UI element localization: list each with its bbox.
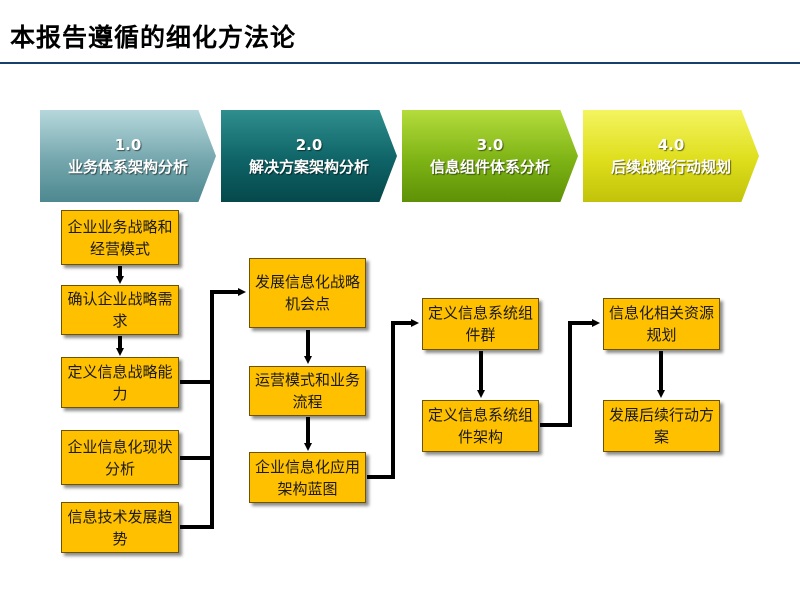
step-box-c3-1: 定义信息系统组件群 (422, 298, 539, 350)
step-box-c1-5: 信息技术发展趋势 (61, 502, 179, 553)
bus-c1-to-c2 (180, 288, 246, 384)
stage-1-chevron: 1.0 业务体系架构分析 (40, 110, 216, 202)
stage-4-label: 后续战略行动规划 (610, 158, 731, 176)
title-divider (0, 62, 800, 64)
stage-4-number: 4.0 (657, 136, 685, 154)
step-box-c4-2: 发展后续行动方案 (603, 400, 720, 452)
stage-3-chevron: 3.0 信息组件体系分析 (402, 110, 578, 202)
stage-2-label: 解决方案架构分析 (248, 158, 369, 176)
stage-3-number: 3.0 (476, 136, 504, 154)
stage-4-chevron: 4.0 后续战略行动规划 (583, 110, 759, 202)
step-box-c2-2: 运营模式和业务流程 (249, 366, 366, 416)
step-box-c1-4: 企业信息化现状分析 (61, 430, 179, 485)
connector-c3-to-c4 (540, 319, 600, 427)
step-box-c4-1: 信息化相关资源规划 (603, 298, 720, 350)
step-box-c2-3: 企业信息化应用架构蓝图 (249, 452, 366, 503)
step-box-c1-2: 确认企业战略需求 (61, 285, 179, 335)
stage-1-label: 业务体系架构分析 (67, 158, 188, 176)
step-box-c1-1: 企业业务战略和经营模式 (61, 210, 179, 265)
connector-c2-to-c3 (367, 319, 419, 479)
bus-c1-box5 (180, 382, 214, 529)
step-box-c1-3: 定义信息战略能力 (61, 357, 179, 408)
step-box-c2-1: 发展信息化战略机会点 (249, 258, 366, 328)
stage-2-number: 2.0 (295, 136, 323, 154)
step-box-c3-2: 定义信息系统组件架构 (422, 400, 539, 452)
stage-1-number: 1.0 (114, 136, 142, 154)
page-title: 本报告遵循的细化方法论 (10, 23, 297, 52)
stage-2-chevron: 2.0 解决方案架构分析 (221, 110, 397, 202)
stage-3-label: 信息组件体系分析 (429, 158, 550, 176)
